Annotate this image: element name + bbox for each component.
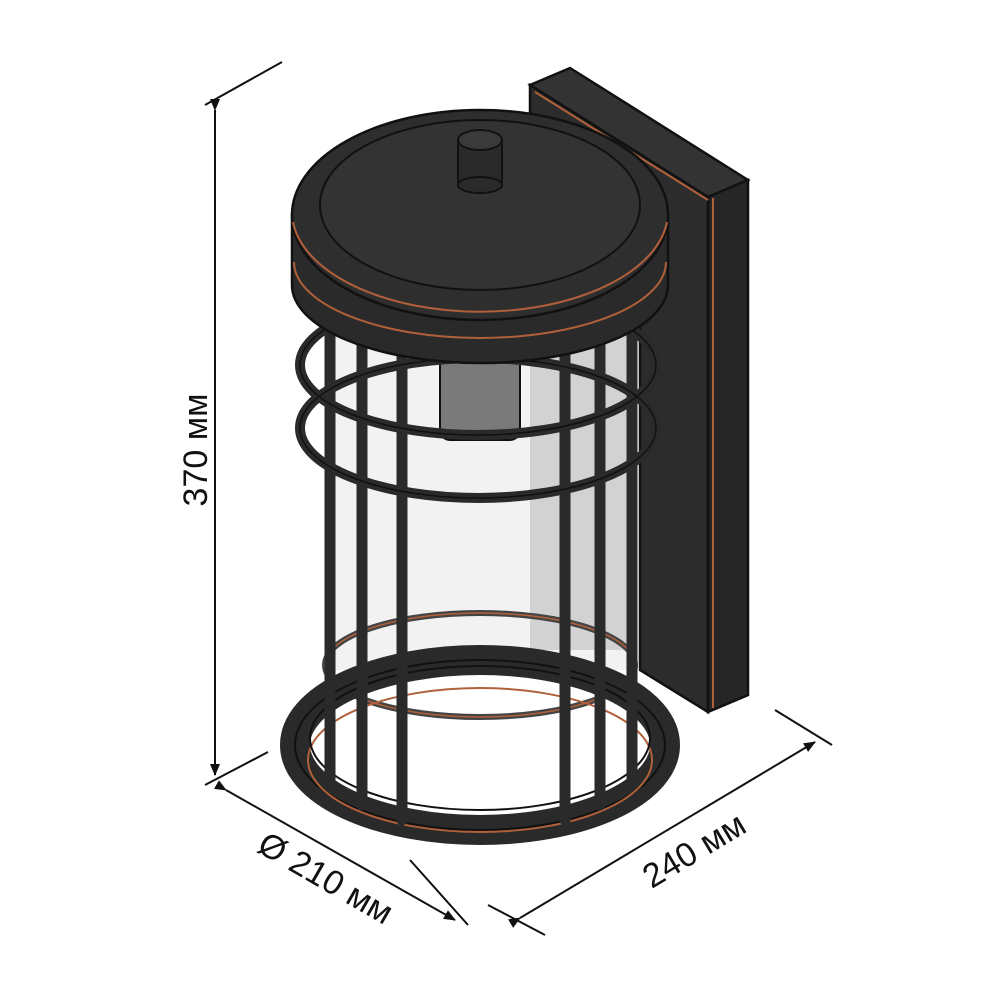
diameter-dimension-line	[213, 780, 456, 921]
height-label: 370 мм	[177, 394, 215, 507]
diameter-label: Ø 210 мм	[252, 825, 400, 932]
top-cap	[290, 108, 670, 365]
depth-label: 240 мм	[636, 805, 752, 896]
bottom-ring	[280, 645, 680, 845]
dimension-lines	[204, 61, 833, 936]
depth-dimension-line	[507, 741, 816, 928]
